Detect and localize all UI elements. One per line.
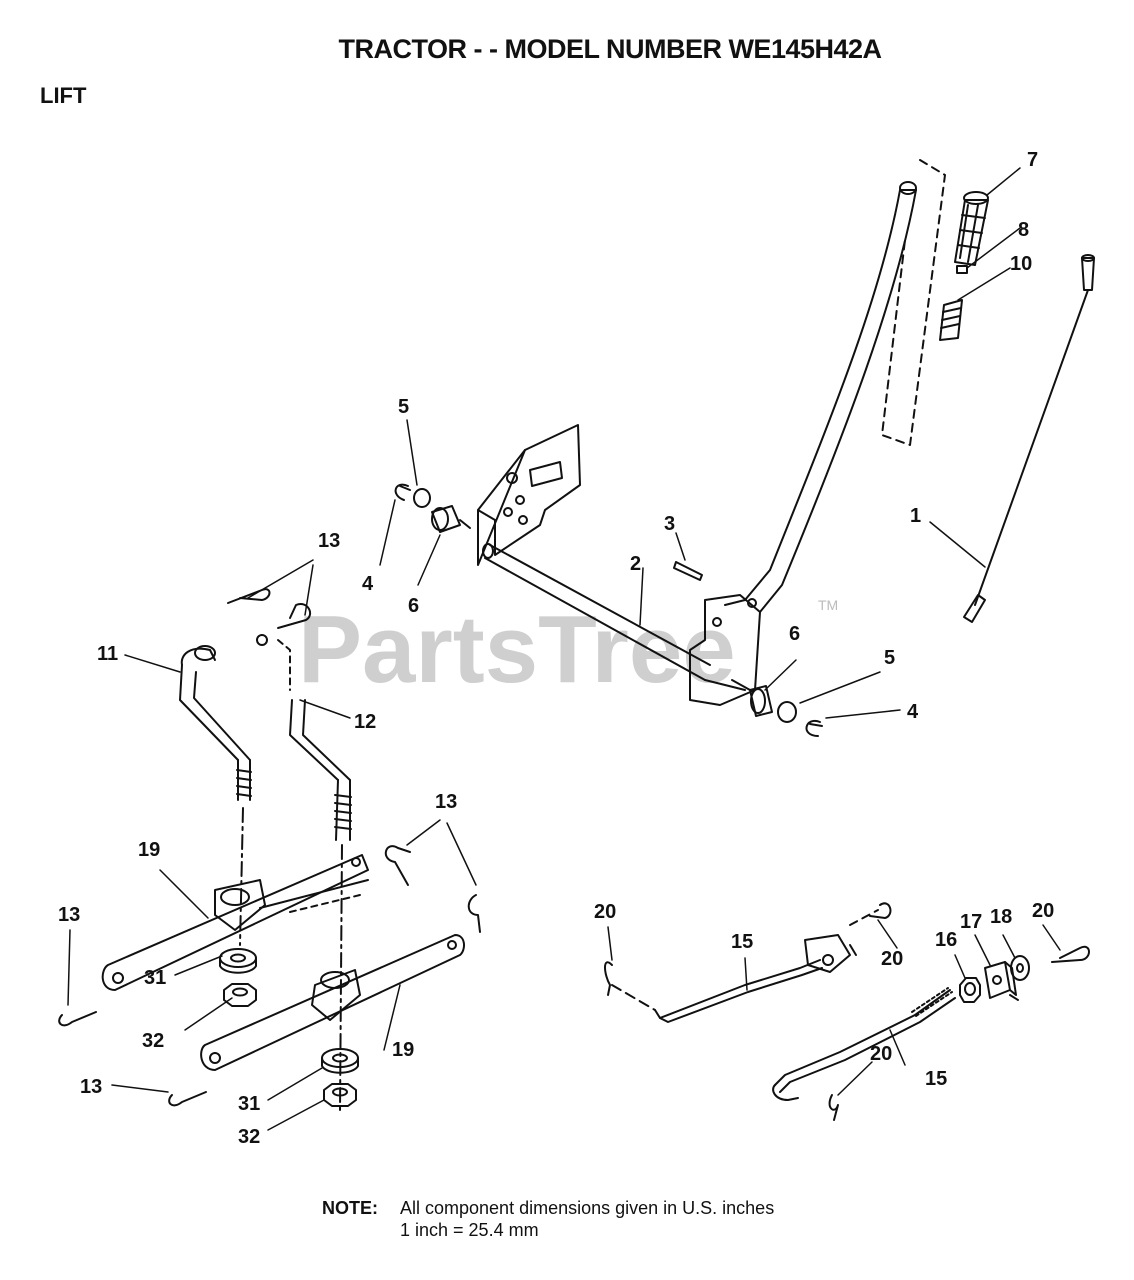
label-1: 1 bbox=[910, 505, 921, 527]
washer-31-upper bbox=[219, 948, 257, 974]
label-18: 18 bbox=[990, 906, 1012, 928]
washer-right bbox=[777, 701, 797, 723]
label-6-right: 6 bbox=[789, 623, 800, 645]
label-5-left: 5 bbox=[398, 396, 409, 418]
nut-16 bbox=[959, 977, 981, 1003]
label-13-bottom: 13 bbox=[80, 1076, 102, 1098]
nut-32-upper bbox=[223, 983, 257, 1007]
hairpin-20-mid bbox=[869, 902, 892, 919]
label-7: 7 bbox=[1027, 149, 1038, 171]
lift-link-12 bbox=[256, 634, 352, 841]
label-13-mid: 13 bbox=[435, 791, 457, 813]
hairpin-upper-2 bbox=[277, 603, 311, 629]
label-17: 17 bbox=[960, 911, 982, 933]
lift-arm-lower bbox=[200, 934, 465, 1071]
label-2: 2 bbox=[630, 553, 641, 575]
linkage-rod-lower bbox=[772, 987, 956, 1101]
label-11: 11 bbox=[97, 643, 118, 665]
label-10: 10 bbox=[1010, 253, 1032, 275]
hairpin-upper-1 bbox=[227, 588, 271, 604]
nut-32-lower bbox=[323, 1083, 357, 1107]
label-20-lower: 20 bbox=[870, 1043, 892, 1065]
align-line-left bbox=[239, 807, 244, 946]
lift-arm-upper bbox=[101, 854, 369, 991]
label-4-left: 4 bbox=[362, 573, 374, 595]
align-line-right bbox=[339, 844, 343, 1111]
label-31-upper: 31 bbox=[144, 967, 166, 989]
washer-18 bbox=[1010, 955, 1030, 981]
hairpin-arm-4 bbox=[168, 1091, 207, 1107]
cross-shaft bbox=[482, 543, 746, 691]
lift-lever bbox=[689, 181, 917, 706]
spring bbox=[939, 299, 963, 341]
hairpin-20-left bbox=[604, 961, 613, 996]
label-8: 8 bbox=[1018, 219, 1029, 241]
label-15-upper: 15 bbox=[731, 931, 753, 953]
hairpin-20-lower bbox=[828, 1094, 839, 1121]
lift-link-11 bbox=[179, 645, 252, 801]
watermark-tm: TM bbox=[818, 597, 838, 613]
label-16: 16 bbox=[935, 929, 957, 951]
label-32-lower: 32 bbox=[238, 1126, 260, 1148]
watermark: PartsTree bbox=[298, 596, 736, 703]
label-32-upper: 32 bbox=[142, 1030, 164, 1052]
washer-31-lower bbox=[321, 1048, 359, 1074]
note-text: All component dimensions given in U.S. i… bbox=[400, 1197, 774, 1241]
note-label: NOTE: bbox=[322, 1198, 378, 1218]
label-6-left: 6 bbox=[408, 595, 419, 617]
label-19-upper: 19 bbox=[138, 839, 160, 861]
hairpin-arm-1 bbox=[384, 845, 411, 886]
label-20-right: 20 bbox=[1032, 900, 1054, 922]
washer-left bbox=[413, 488, 431, 508]
dimension-note: NOTE: All component dimensions given in U… bbox=[322, 1197, 774, 1241]
hairpin-arm-2 bbox=[467, 894, 481, 933]
label-31-lower: 31 bbox=[238, 1093, 260, 1115]
label-5-right: 5 bbox=[884, 647, 895, 669]
linkage-rod-upper bbox=[611, 909, 879, 1023]
hairpin-20-right bbox=[1051, 945, 1090, 963]
label-20-left: 20 bbox=[594, 901, 616, 923]
page-title: TRACTOR - - MODEL NUMBER WE145H42A bbox=[338, 34, 882, 64]
section-title: LIFT bbox=[40, 83, 87, 108]
bushing-right bbox=[731, 679, 773, 717]
hairpin-arm-3 bbox=[58, 1011, 97, 1027]
e-ring-right bbox=[805, 719, 823, 737]
handle-grip bbox=[954, 191, 989, 266]
mounting-plate bbox=[477, 424, 581, 566]
label-4-right: 4 bbox=[907, 701, 919, 723]
label-15-lower: 15 bbox=[925, 1068, 947, 1090]
handle-extension-dashed bbox=[881, 159, 946, 446]
label-20-mid: 20 bbox=[881, 948, 903, 970]
knob-button bbox=[956, 265, 968, 274]
label-19-lower: 19 bbox=[392, 1039, 414, 1061]
key-pin bbox=[673, 561, 703, 581]
label-13-top: 13 bbox=[318, 530, 340, 552]
lift-rod bbox=[963, 254, 1095, 623]
note-line-2: 1 inch = 25.4 mm bbox=[400, 1220, 539, 1240]
leader-lines bbox=[67, 167, 1061, 1131]
note-line-1: All component dimensions given in U.S. i… bbox=[400, 1198, 775, 1218]
label-13-left: 13 bbox=[58, 904, 80, 926]
swivel-block-17 bbox=[984, 961, 1019, 1001]
bushing-left bbox=[431, 505, 471, 533]
e-ring-left bbox=[394, 483, 411, 501]
part-labels: 1 2 3 4 4 5 5 6 6 7 8 10 11 12 13 13 13 … bbox=[58, 149, 1054, 1148]
label-12: 12 bbox=[354, 711, 376, 733]
label-3: 3 bbox=[664, 513, 675, 535]
